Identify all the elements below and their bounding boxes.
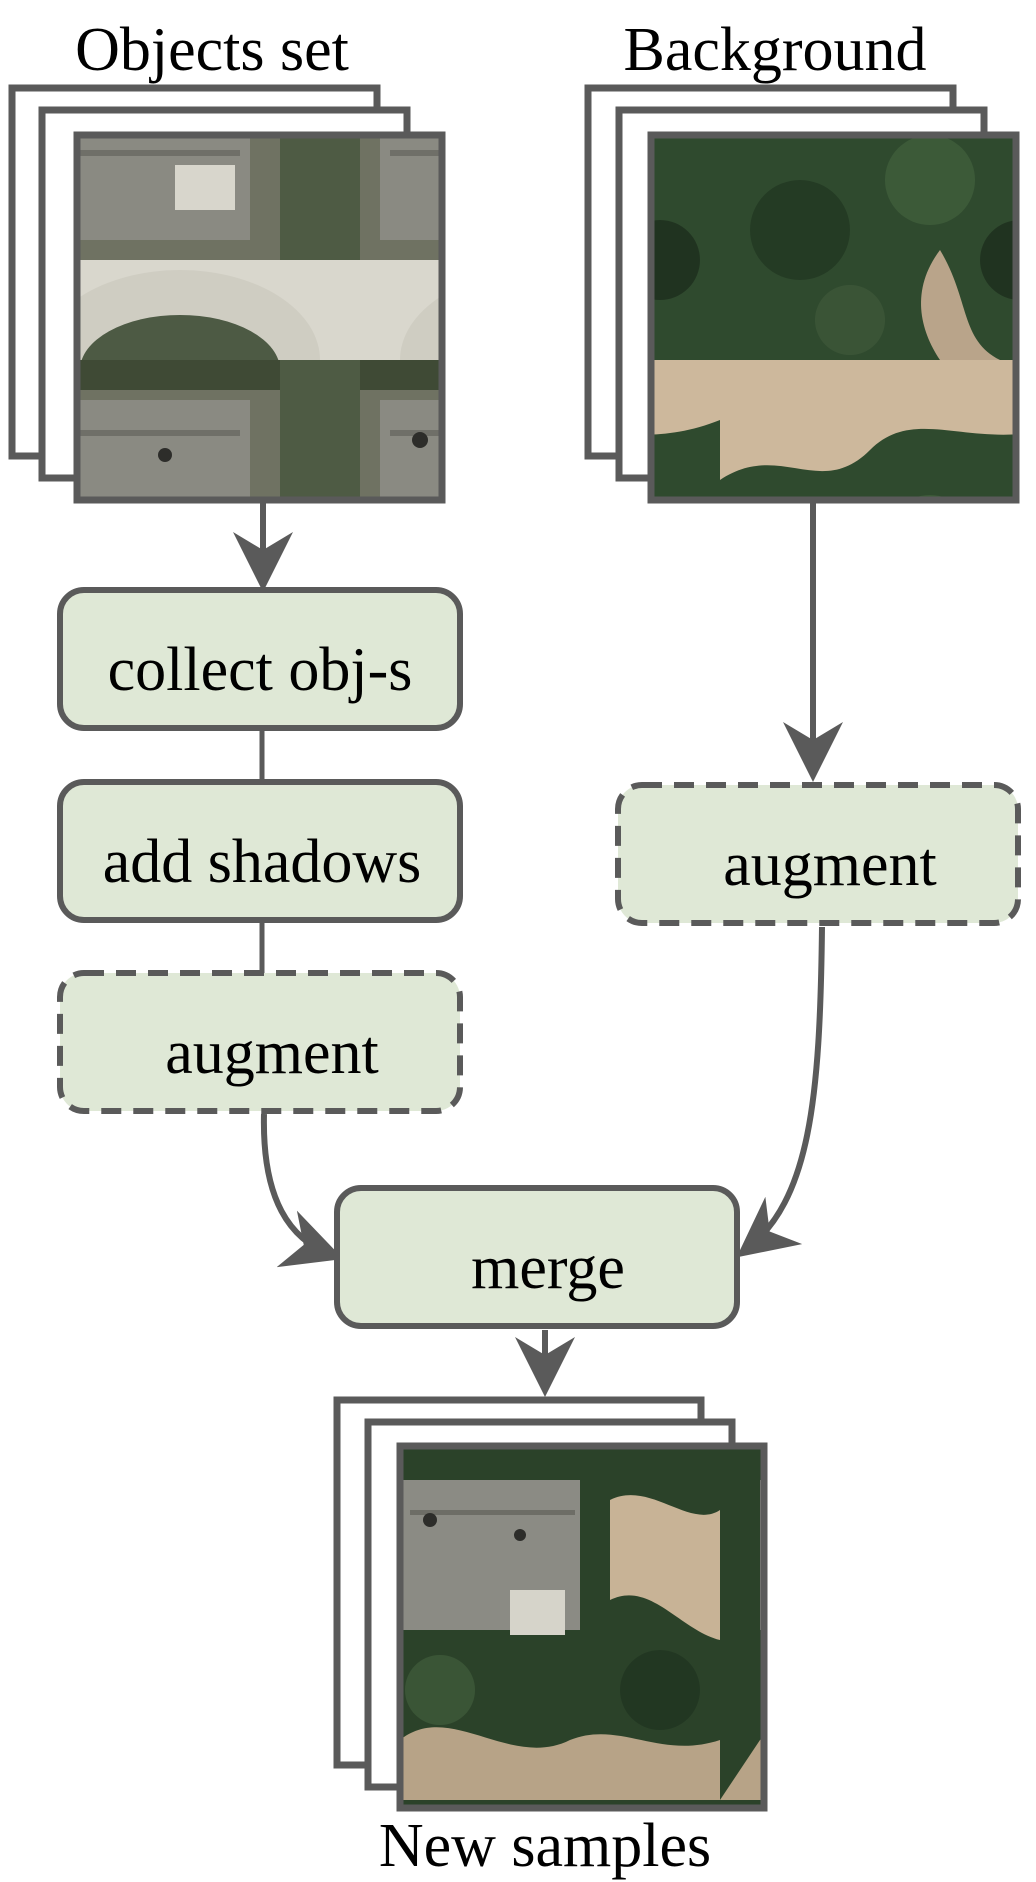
augment-background-box [615,782,1021,926]
background-image [647,131,1020,504]
background-image-stack [584,84,1020,504]
new-samples-heading: New samples [379,1812,711,1880]
augment-background-label: augment [723,831,937,899]
new-samples-image-stack [333,1396,768,1812]
collect-objects-label: collect obj-s [108,636,413,704]
objects-image-stack [8,84,446,504]
objects-image [73,131,446,504]
arrow-augment-objects-to-merge [260,1113,344,1268]
augment-objects-label: augment [165,1019,379,1087]
merge-label: merge [471,1234,625,1302]
arrow-augment-background-to-merge [736,926,825,1258]
background-heading: Background [623,16,926,84]
merge-box [334,1185,740,1329]
augment-objects-box [57,970,463,1114]
objects-set-heading: Objects set [75,16,349,84]
new-samples-image [396,1442,768,1812]
add-shadows-label: add shadows [103,828,422,896]
